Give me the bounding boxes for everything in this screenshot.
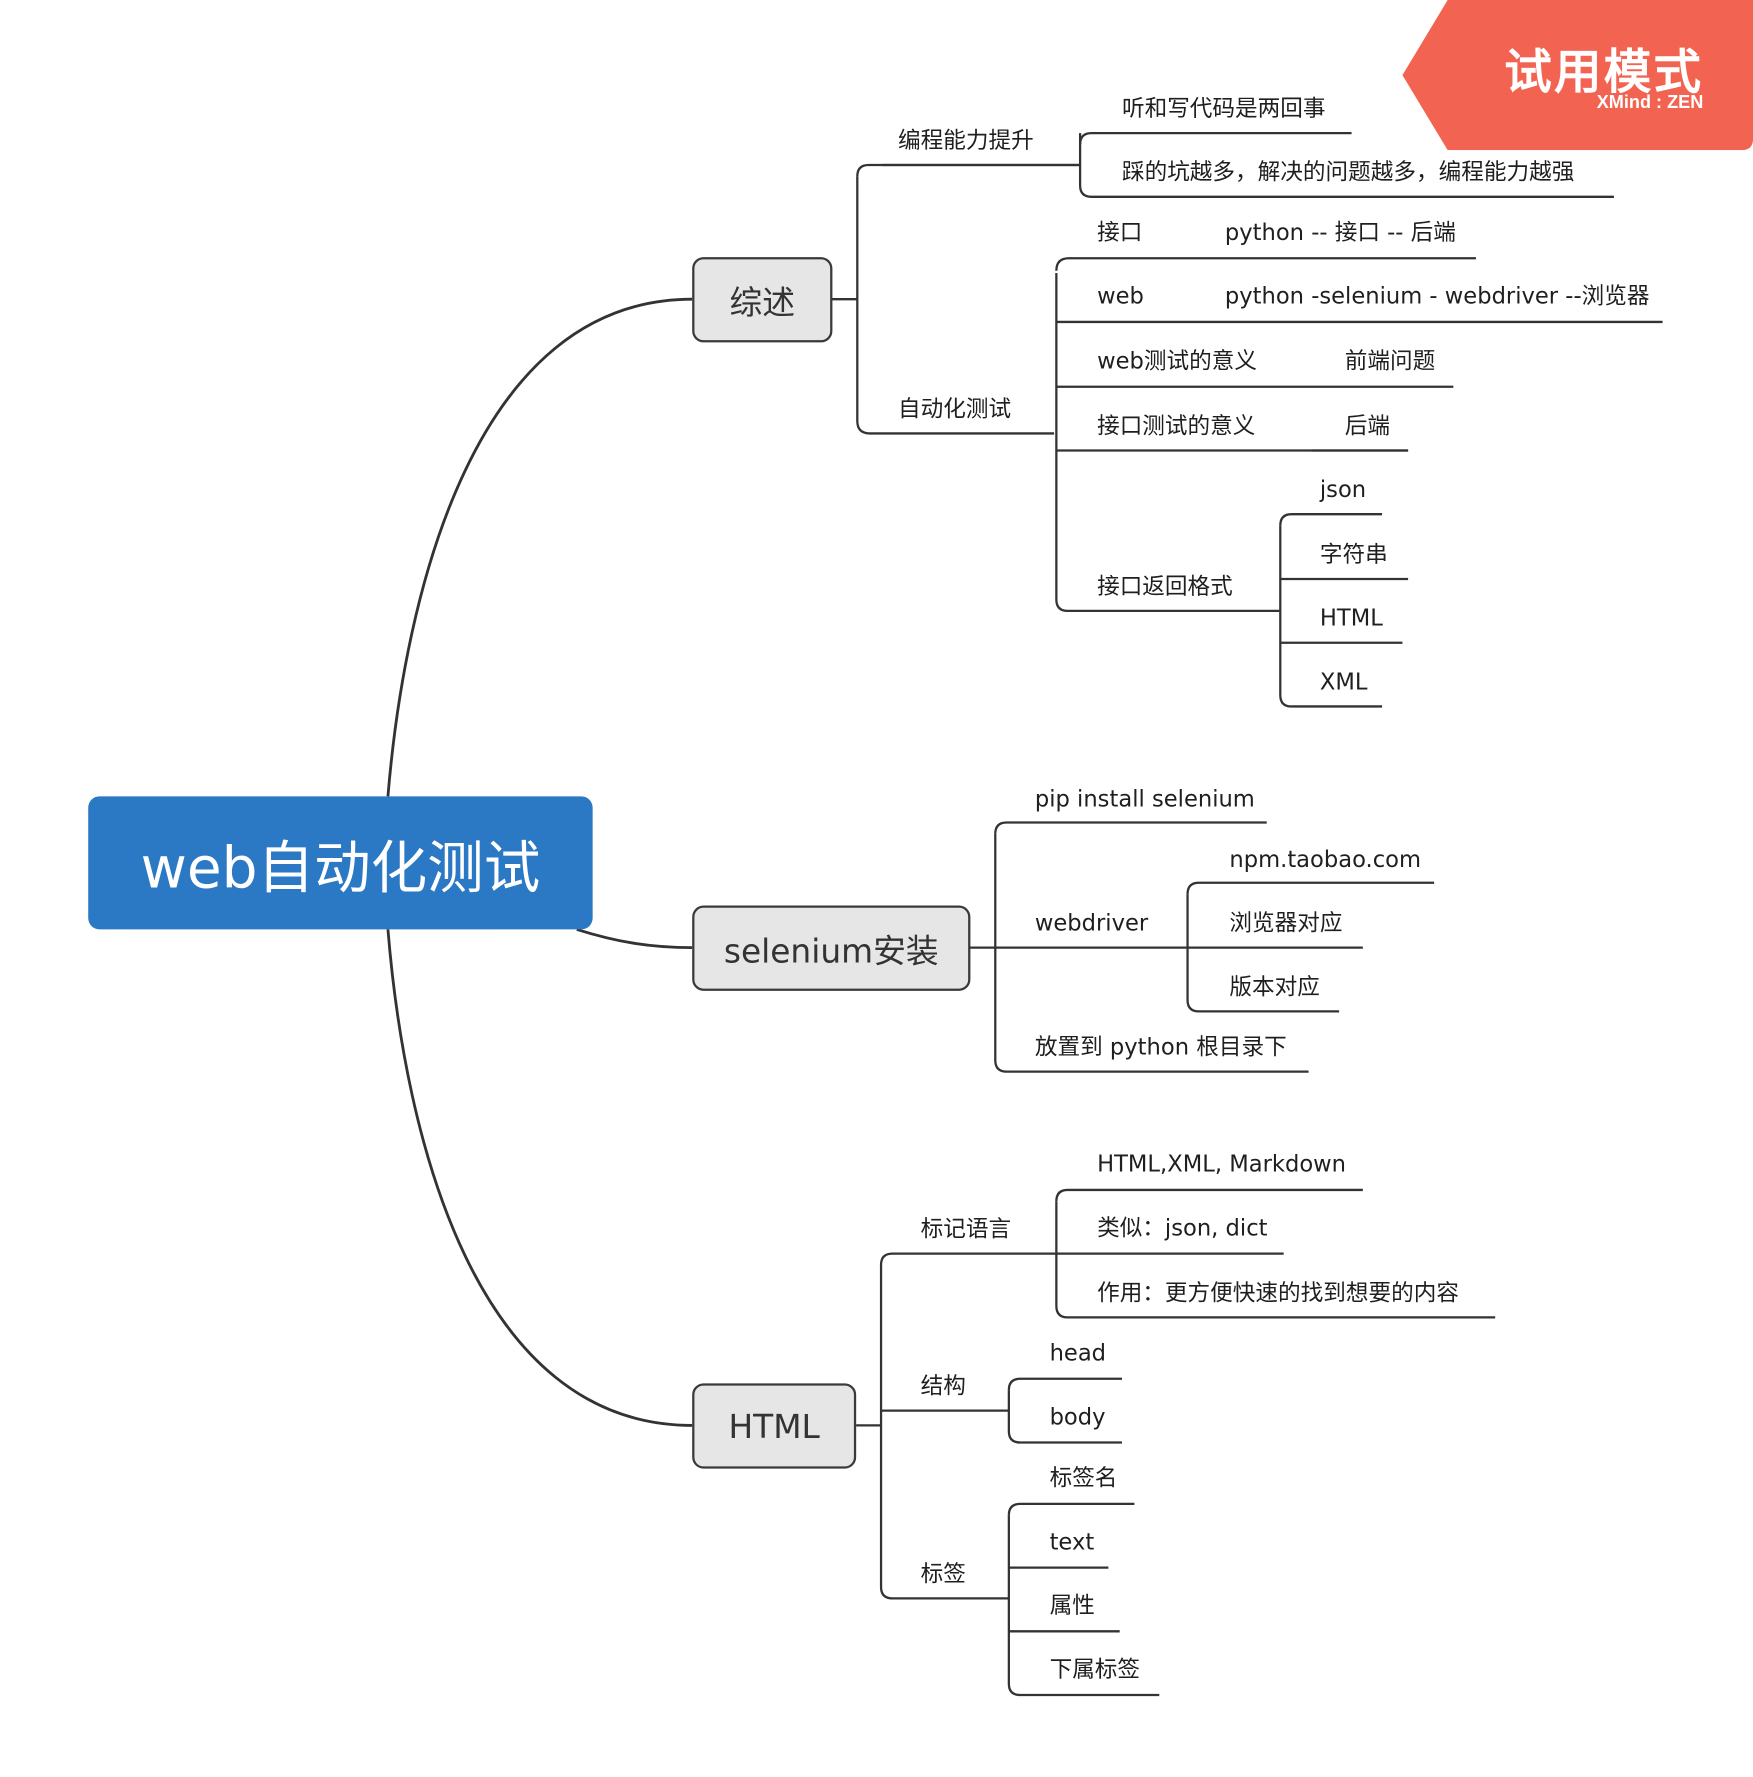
- trial-badge-shape: [1402, 0, 1753, 151]
- leaf-coding-item-2[interactable]: 踩的坑越多，解决的问题越多，编程能力越强: [1121, 158, 1575, 186]
- markup-item-2[interactable]: 类似：json, dict: [1097, 1213, 1268, 1242]
- format-item-1[interactable]: json: [1319, 475, 1367, 503]
- leaf-pip-install[interactable]: pip install selenium: [1034, 784, 1255, 813]
- tag-item-4[interactable]: 下属标签: [1049, 1655, 1141, 1683]
- markup-item-3[interactable]: 作用：更方便快速的找到想要的内容: [1097, 1278, 1459, 1306]
- automation-row-value-4[interactable]: 后端: [1344, 411, 1390, 440]
- automation-row-key-4[interactable]: 接口测试的意义: [1097, 411, 1256, 440]
- automation-row-value-3[interactable]: 前端问题: [1344, 346, 1436, 375]
- webdriver-item-3[interactable]: 版本对应: [1229, 972, 1320, 1000]
- webdriver-item-1[interactable]: npm.taobao.com: [1229, 845, 1422, 873]
- automation-row-value-1[interactable]: python -- 接口 -- 后端: [1224, 218, 1456, 246]
- automation-row-key-3[interactable]: web测试的意义: [1097, 346, 1257, 375]
- tag-item-2[interactable]: text: [1049, 1527, 1095, 1556]
- topic-selenium-label: selenium安装: [723, 931, 939, 970]
- root-topic[interactable]: web自动化测试: [88, 796, 593, 930]
- trial-mode-badge: 试用模式 XMind : ZEN: [1402, 0, 1753, 151]
- xmind-zen-brand: XMind : ZEN: [1596, 93, 1704, 113]
- webdriver-item-2[interactable]: 浏览器对应: [1229, 908, 1343, 937]
- structure-item-1[interactable]: head: [1049, 1338, 1107, 1367]
- automation-row-key-1[interactable]: 接口: [1097, 218, 1143, 246]
- tag-item-3[interactable]: 属性: [1049, 1591, 1095, 1619]
- topic-html-label: HTML: [728, 1406, 820, 1446]
- topic-html[interactable]: HTML: [692, 1383, 857, 1469]
- subtopic-structure[interactable]: 结构: [920, 1371, 966, 1400]
- topic-overview[interactable]: 综述: [692, 257, 833, 343]
- format-item-2[interactable]: 字符串: [1319, 540, 1388, 568]
- trial-mode-title: 试用模式: [1504, 44, 1704, 101]
- topic-selenium-install[interactable]: selenium安装: [692, 905, 971, 991]
- automation-row-key-2[interactable]: web: [1097, 282, 1144, 310]
- format-item-3[interactable]: HTML: [1319, 604, 1383, 632]
- root-topic-label: web自动化测试: [140, 834, 541, 901]
- leaf-place-python-root[interactable]: 放置到 python 根目录下: [1034, 1032, 1287, 1061]
- markup-item-1[interactable]: HTML,XML, Markdown: [1097, 1150, 1347, 1178]
- subtopic-automation[interactable]: 自动化测试: [898, 394, 1012, 423]
- topic-overview-label: 综述: [729, 282, 796, 322]
- format-item-4[interactable]: XML: [1319, 667, 1368, 696]
- tag-item-1[interactable]: 标签名: [1049, 1464, 1118, 1492]
- structure-item-2[interactable]: body: [1049, 1402, 1106, 1430]
- subtopic-coding-ability[interactable]: 编程能力提升: [898, 126, 1034, 154]
- leaf-coding-item-1[interactable]: 听和写代码是两回事: [1121, 94, 1326, 122]
- subtopic-markup-language[interactable]: 标记语言: [920, 1214, 1012, 1243]
- subtopic-webdriver[interactable]: webdriver: [1034, 908, 1149, 937]
- subtopic-return-formats[interactable]: 接口返回格式: [1097, 572, 1233, 600]
- subtopic-tag[interactable]: 标签: [920, 1559, 966, 1587]
- automation-row-value-2[interactable]: python -selenium - webdriver --浏览器: [1224, 282, 1650, 310]
